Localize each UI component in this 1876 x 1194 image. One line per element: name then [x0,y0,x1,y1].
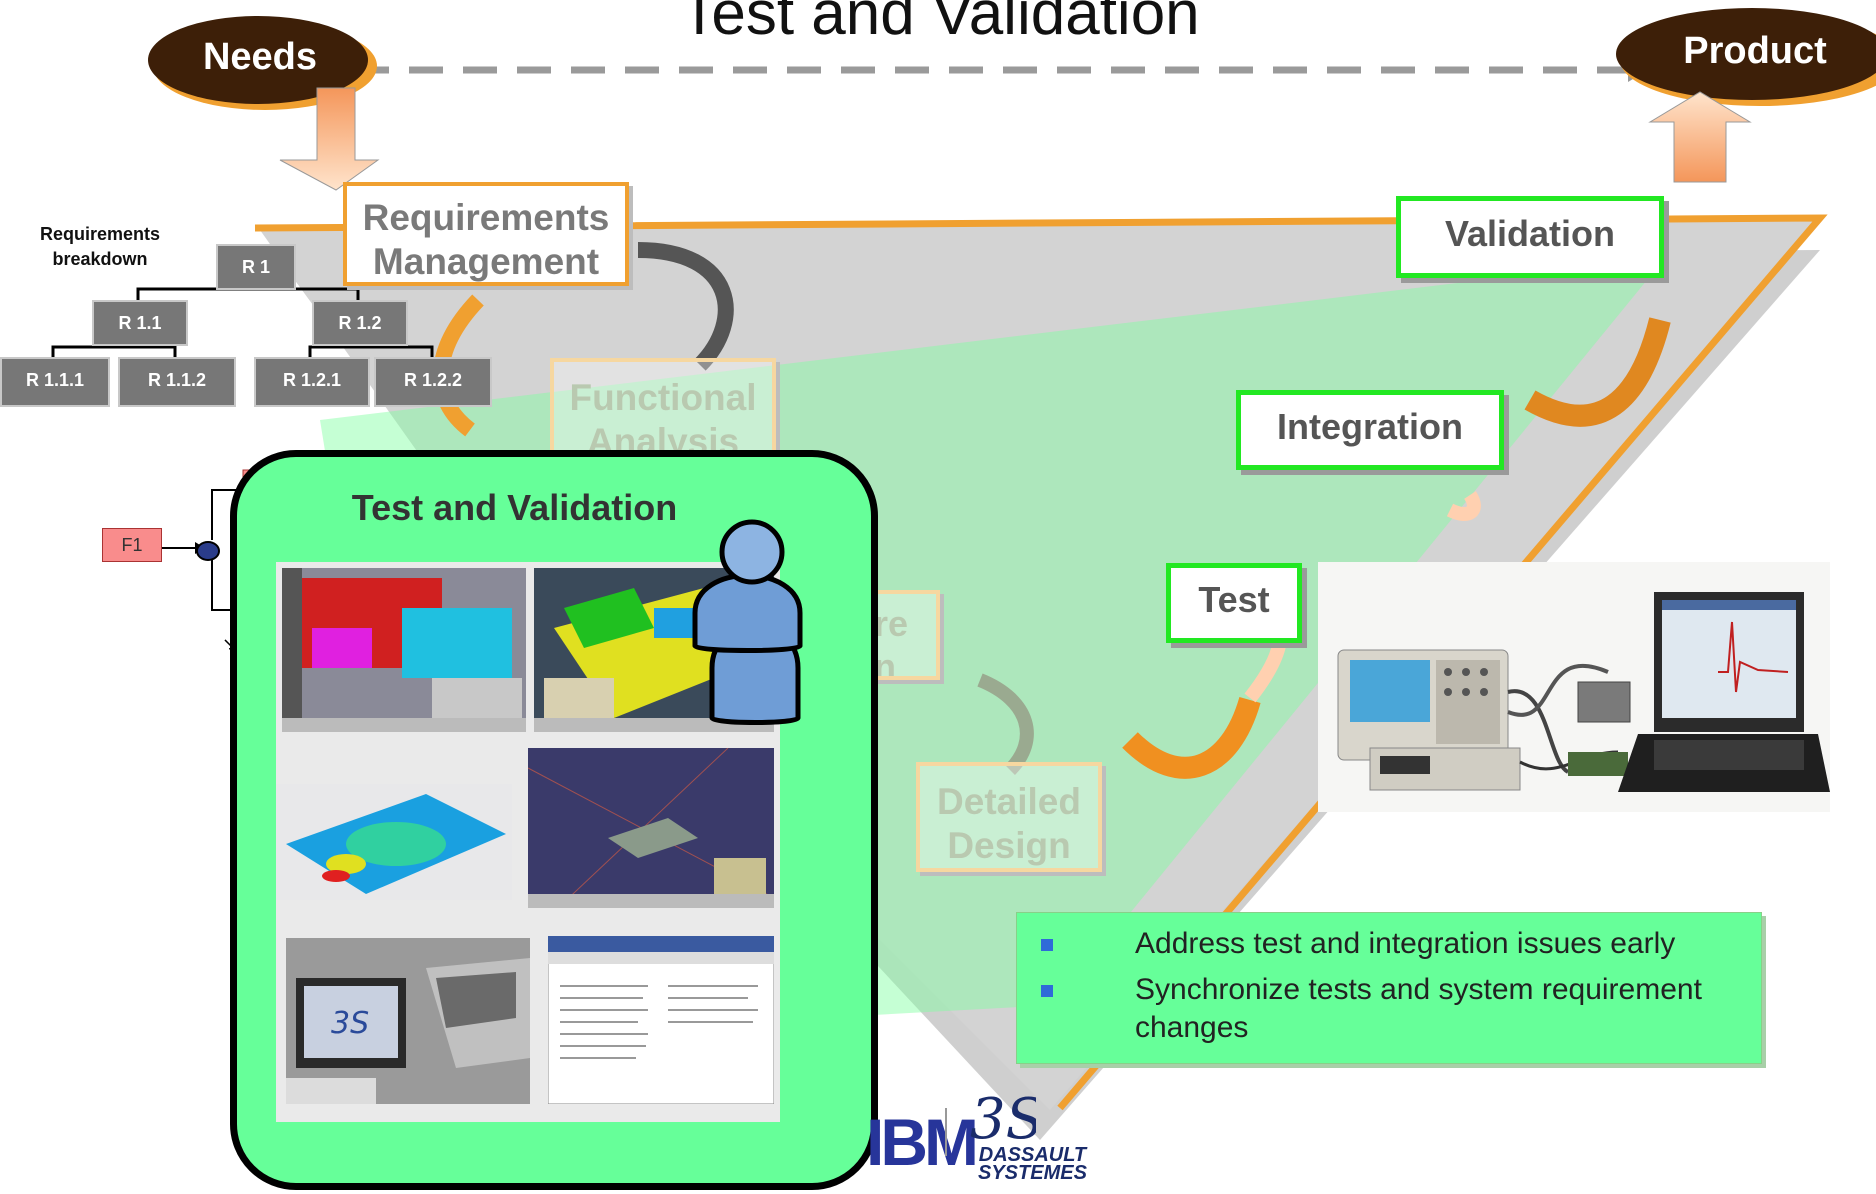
curve-arrow-req-func [637,242,734,371]
req-box-r1-2: R 1.2 [312,300,408,346]
svg-text:3S: 3S [970,1087,1036,1150]
dassault-logo-line-1: DASSAULT [978,1144,1087,1166]
product-up-arrow [1648,91,1752,183]
collage-laptop-shot: 3S [286,938,530,1104]
curve-arrow-up-2 [1446,491,1481,521]
bullet-text: Address test and integration issues earl… [1135,927,1676,960]
panel-title: Test and Validation [351,487,678,528]
stage-architecture-partial: re n [870,590,940,680]
screenshot-collage: 3S [276,562,780,1122]
collage-fea-plate-shot [276,784,512,900]
users-icon [692,519,803,725]
collage-cad-thermal-shot [282,568,526,732]
needs-down-arrow [279,87,380,191]
product-label: Product [1683,30,1827,72]
collage-document-shot [548,936,774,1104]
key-points-box: Address test and integration issues earl… [1016,912,1762,1064]
logo-divider [945,1108,947,1156]
page-title: Test and Validation [680,0,1200,48]
req-box-r1-2-2: R 1.2.2 [374,357,492,407]
req-box-r1-1: R 1.1 [92,300,188,346]
needs-label: Needs [202,36,318,78]
product-oval [1616,8,1876,100]
test-equipment-photo [1318,562,1830,812]
v-model-outline [254,214,1828,1111]
user-icon-front [692,519,803,653]
svg-text:3S: 3S [331,1006,369,1041]
collage-assembly-shot [528,748,774,908]
requirements-breakdown-label: Requirements breakdown [39,224,161,270]
needs-oval [148,16,368,104]
ibm-logo: IBM [866,1105,979,1179]
stage-integration: Integration [1236,390,1504,470]
curve-arrow-design [977,673,1034,775]
req-box-r1-1-1: R 1.1.1 [0,357,110,407]
stage-detailed-design: Detailed Design [916,762,1102,872]
dassault-ds-logo-icon: 3S [970,1087,1036,1150]
dassault-logo-line-2: SYSTEMES [978,1162,1087,1184]
curve-arrow-test-integration [1122,696,1261,779]
stage-test: Test [1166,563,1302,643]
bullet-square-icon [1041,939,1053,951]
req-box-r1-1-2: R 1.1.2 [118,357,236,407]
bullet-text: Synchronize tests and system requirement… [1135,973,1702,1044]
stage-functional-analysis: Functional Analysis [550,358,776,454]
curve-arrow-integration-validation [1524,317,1671,427]
function-box-f1: F1 [102,528,162,562]
req-box-r1: R 1 [216,244,296,290]
stage-validation: Validation [1396,196,1664,278]
bullet-square-icon [1041,985,1053,997]
dassault-logo-text: DASSAULT SYSTEMES [978,1144,1087,1184]
stage-requirements-management: Requirements Management [343,182,629,286]
req-box-r1-2-1: R 1.2.1 [254,357,370,407]
